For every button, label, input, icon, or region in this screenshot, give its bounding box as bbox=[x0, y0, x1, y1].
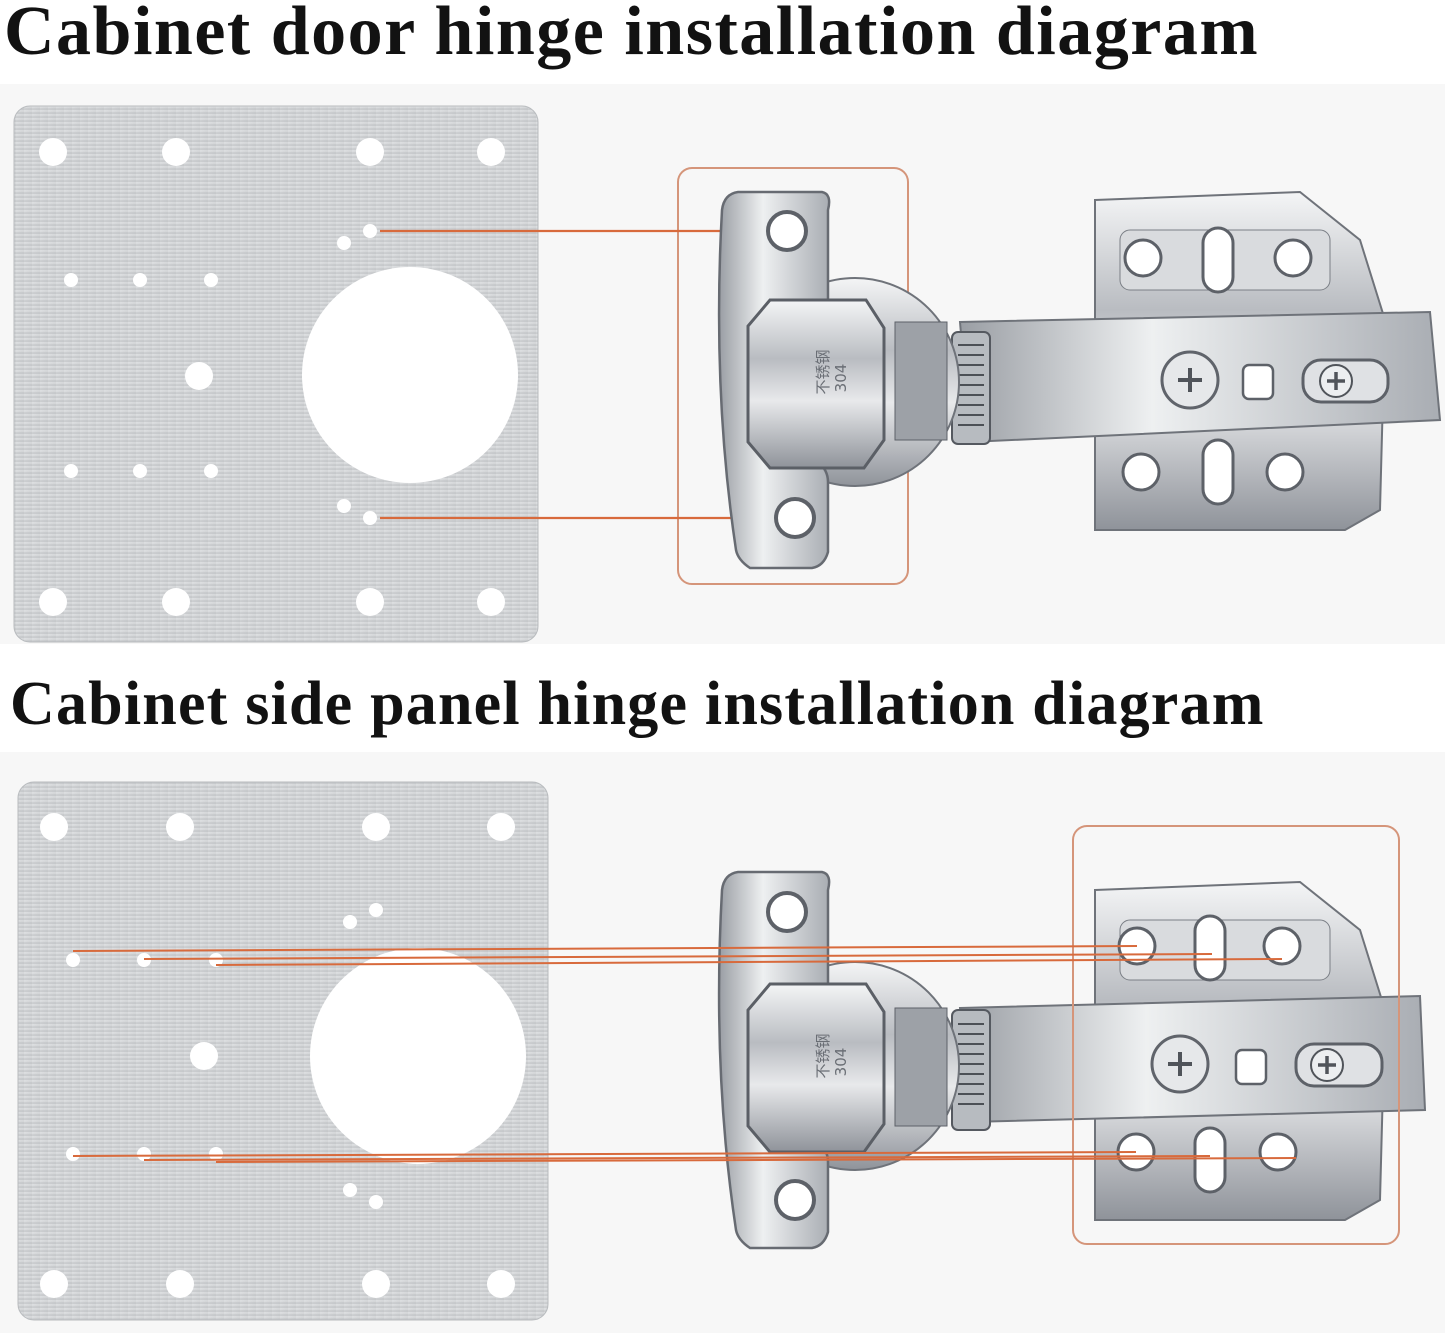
cup-hole bbox=[310, 948, 526, 1164]
cup-marking-2: 304 bbox=[832, 364, 850, 393]
guide-line bbox=[143, 1155, 1211, 1161]
highlight-box bbox=[1072, 825, 1400, 1245]
guide-lines bbox=[72, 945, 1297, 1163]
guide-line bbox=[72, 945, 1138, 952]
concealed-hinge-icon: 不锈钢 304 bbox=[717, 190, 1442, 570]
cup-marking-1: 不锈钢 bbox=[814, 1033, 832, 1078]
cup-marking-1: 不锈钢 bbox=[814, 349, 832, 394]
cup-marking-2: 304 bbox=[832, 1048, 850, 1077]
guide-line bbox=[143, 953, 1213, 960]
guide-line bbox=[72, 1151, 1137, 1157]
plate-hole bbox=[39, 138, 67, 166]
side-panel-diagram-title: Cabinet side panel hinge installation di… bbox=[10, 670, 1265, 738]
repair-plate-icon bbox=[13, 105, 539, 643]
side-panel-hinge-diagram: 不锈钢 304 bbox=[17, 781, 1427, 1321]
door-diagram-title: Cabinet door hinge installation diagram bbox=[4, 0, 1260, 70]
guide-line bbox=[215, 1157, 1297, 1163]
repair-plate-icon bbox=[17, 781, 549, 1321]
cup-hole bbox=[302, 267, 518, 483]
guide-line bbox=[215, 958, 1283, 966]
door-hinge-diagram: 不锈钢 304 bbox=[13, 105, 1442, 643]
